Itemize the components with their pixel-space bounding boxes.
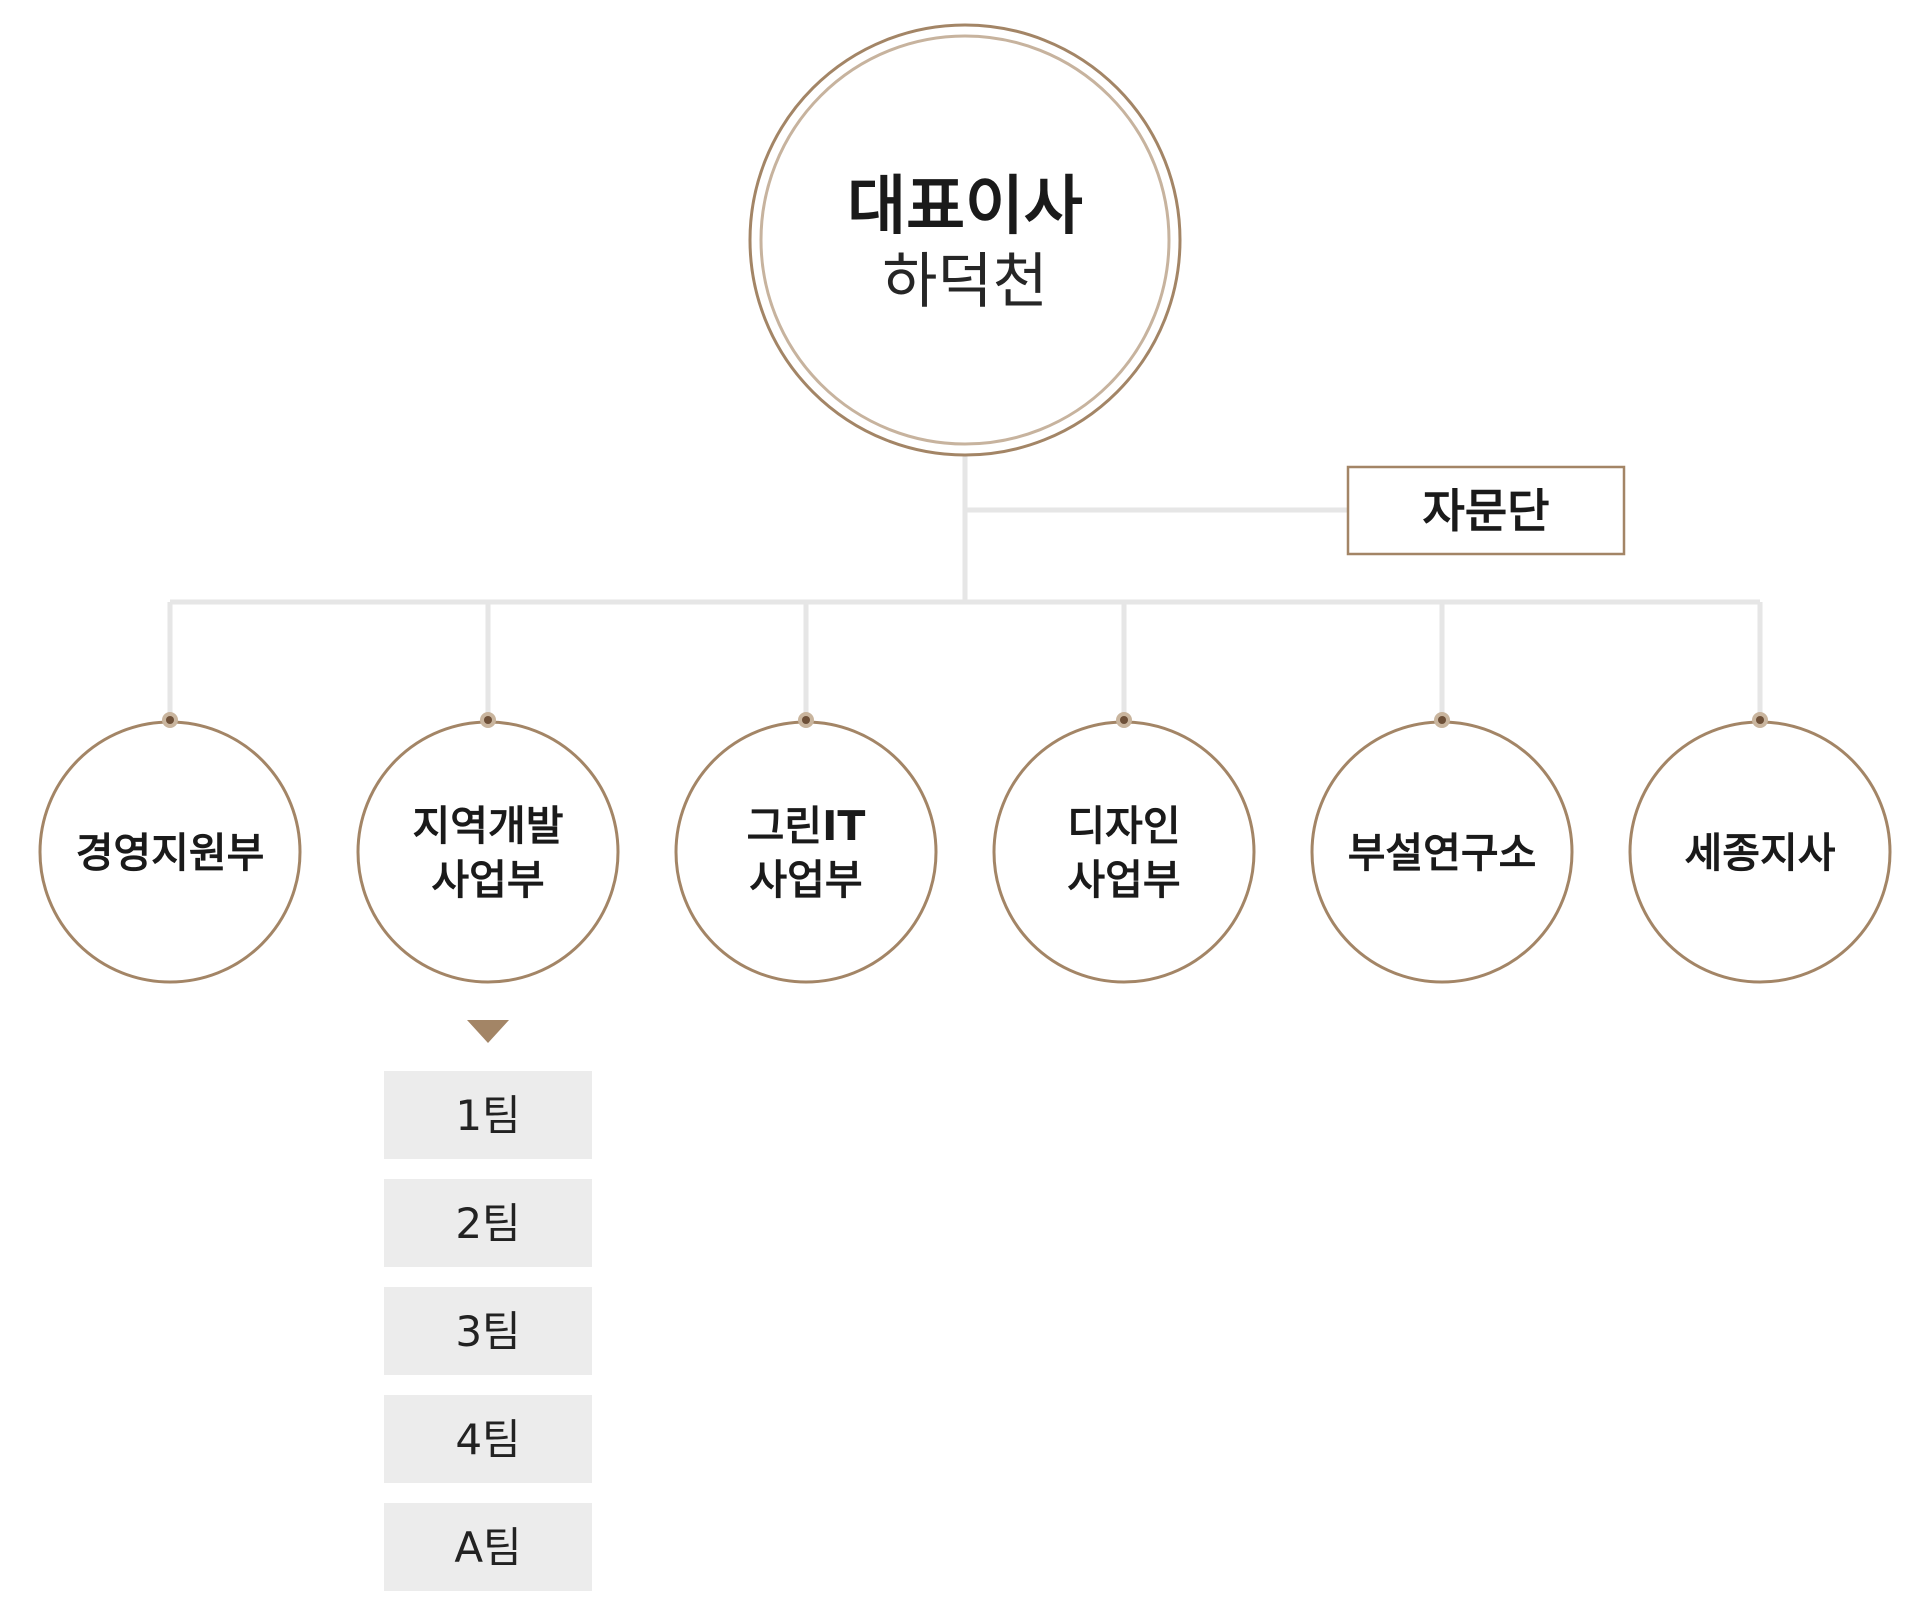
department-node: 부설연구소 bbox=[1310, 712, 1574, 984]
department-label: 사업부 bbox=[749, 856, 862, 904]
ceo-title: 대표이사 bbox=[847, 170, 1083, 244]
department-label: 부설연구소 bbox=[1348, 829, 1537, 877]
caret-down-icon bbox=[467, 1020, 509, 1043]
team-box bbox=[384, 1071, 592, 1159]
department-label: 사업부 bbox=[431, 856, 544, 904]
team-label: A팀 bbox=[454, 1523, 521, 1572]
connector-dot-center bbox=[802, 716, 810, 724]
team-box bbox=[384, 1287, 592, 1375]
connectors bbox=[167, 455, 1763, 720]
department-circle bbox=[992, 720, 1256, 984]
advisory-node: 자문단 bbox=[1346, 465, 1626, 556]
department-label: 디자인 bbox=[1067, 802, 1180, 850]
connector-dot-center bbox=[484, 716, 492, 724]
connector-dot-center bbox=[166, 716, 174, 724]
team-box bbox=[384, 1395, 592, 1483]
ceo-node: 대표이사 하덕천 bbox=[748, 23, 1182, 457]
team-item: A팀 bbox=[384, 1503, 592, 1591]
department-label: 지역개발 bbox=[413, 802, 564, 850]
team-label: 3팀 bbox=[455, 1307, 520, 1356]
team-box bbox=[384, 1179, 592, 1267]
advisory-box bbox=[1346, 465, 1626, 556]
team-item: 2팀 bbox=[384, 1179, 592, 1267]
connector-dot-center bbox=[1756, 716, 1764, 724]
department-node: 그린IT 사업부 bbox=[674, 712, 938, 984]
ceo-inner-ring bbox=[759, 34, 1171, 446]
ceo-outer-ring bbox=[748, 23, 1182, 457]
team-item: 1팀 bbox=[384, 1071, 592, 1159]
department-label: 그린IT bbox=[747, 802, 866, 850]
team-box bbox=[384, 1503, 592, 1591]
connector-dot-center bbox=[1438, 716, 1446, 724]
connector-dot-center bbox=[1120, 716, 1128, 724]
department-label: 경영지원부 bbox=[76, 829, 265, 877]
department-node: 경영지원부 bbox=[38, 712, 302, 984]
department-node: 세종지사 bbox=[1628, 712, 1892, 984]
department-circle bbox=[356, 720, 620, 984]
department-label: 사업부 bbox=[1067, 856, 1180, 904]
department-label: 세종지사 bbox=[1685, 829, 1836, 877]
team-label: 1팀 bbox=[455, 1091, 520, 1140]
team-label: 2팀 bbox=[455, 1199, 520, 1248]
advisory-label: 자문단 bbox=[1423, 484, 1550, 538]
ceo-name: 하덕천 bbox=[882, 247, 1048, 317]
team-item: 4팀 bbox=[384, 1395, 592, 1483]
team-item: 3팀 bbox=[384, 1287, 592, 1375]
department-circle bbox=[674, 720, 938, 984]
team-list: 1팀 2팀 3팀 4팀 A팀 bbox=[384, 1071, 592, 1591]
team-label: 4팀 bbox=[455, 1415, 520, 1464]
